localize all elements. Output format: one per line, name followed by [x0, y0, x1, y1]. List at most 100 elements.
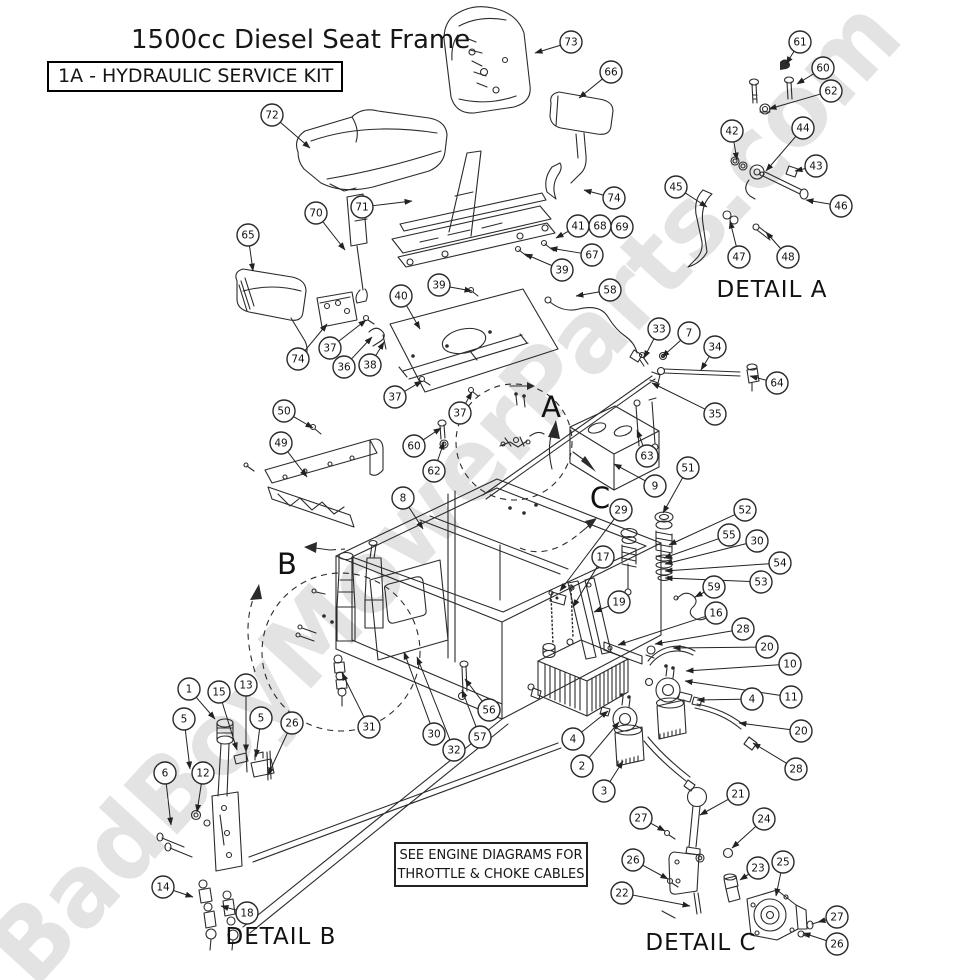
callout-10: 10 — [778, 652, 802, 676]
callout-66: 66 — [599, 60, 623, 84]
callout-37b: 37 — [383, 385, 407, 409]
callout-number-32: 32 — [447, 745, 460, 757]
callout-number-46: 46 — [834, 201, 848, 213]
callout-21: 21 — [726, 782, 750, 806]
callout-number-52: 52 — [738, 505, 751, 517]
callout-26a: 26 — [280, 711, 304, 735]
callout-51: 51 — [676, 456, 700, 480]
callout-number-37c: 37 — [453, 408, 466, 420]
leader-line-57 — [461, 689, 477, 727]
callout-38: 38 — [358, 353, 382, 377]
callout-number-6: 6 — [162, 768, 169, 780]
callout-14: 14 — [151, 875, 175, 899]
leader-line-1 — [195, 696, 216, 720]
callout-11: 11 — [779, 685, 803, 709]
seat-base-drawing — [391, 150, 556, 268]
callout-number-10: 10 — [783, 659, 796, 671]
detail-c-drawing — [661, 786, 823, 941]
leader-line-37a — [338, 319, 367, 342]
callout-number-13: 13 — [239, 680, 252, 692]
callout-23: 23 — [746, 856, 770, 880]
callout-28b: 28 — [784, 757, 808, 781]
callout-number-41: 41 — [571, 221, 584, 233]
detail-c-label: DETAIL C — [645, 930, 756, 956]
callout-number-5b: 5 — [258, 713, 265, 725]
callout-number-60b: 60 — [407, 441, 420, 453]
callout-49: 49 — [269, 431, 293, 455]
leader-line-45 — [684, 192, 708, 208]
callout-69: 69 — [610, 215, 634, 239]
callout-58: 58 — [598, 278, 622, 302]
callout-number-69: 69 — [615, 222, 628, 234]
callout-12: 12 — [191, 761, 215, 785]
callout-42: 42 — [720, 119, 744, 143]
leader-line-6 — [165, 783, 174, 826]
leader-line-5b — [253, 728, 261, 758]
callout-number-30b: 30 — [427, 729, 440, 741]
callout-40: 40 — [389, 284, 413, 308]
leader-line-37b — [404, 380, 423, 392]
callout-5a: 5 — [172, 707, 196, 731]
callout-number-28a: 28 — [736, 624, 749, 636]
callout-number-37a: 37 — [323, 343, 336, 355]
callout-6: 6 — [153, 761, 177, 785]
callout-number-43: 43 — [809, 161, 822, 173]
callout-number-62a: 62 — [824, 86, 837, 98]
callout-36: 36 — [332, 355, 356, 379]
leader-line-2 — [588, 721, 620, 758]
callout-number-54: 54 — [773, 558, 787, 570]
detail-a-label: DETAIL A — [717, 277, 828, 303]
leader-line-27b — [817, 917, 827, 923]
leader-line-65 — [248, 245, 255, 272]
callout-number-55: 55 — [722, 530, 735, 542]
letter-a: A — [541, 390, 561, 424]
callout-number-70: 70 — [309, 208, 322, 220]
callout-18: 18 — [235, 901, 259, 925]
oil-cooler-tank-drawing — [527, 584, 643, 717]
letter-c: C — [590, 481, 610, 515]
callout-9: 9 — [643, 474, 667, 498]
leader-line-19 — [593, 605, 609, 613]
callout-73: 73 — [559, 30, 583, 54]
callout-number-8: 8 — [400, 493, 407, 505]
callout-number-18: 18 — [240, 908, 253, 920]
callout-number-26b: 26 — [626, 855, 640, 867]
leader-line-55 — [663, 538, 719, 559]
callout-27a: 27 — [629, 806, 653, 830]
leader-line-3 — [609, 760, 624, 782]
callout-number-24: 24 — [757, 814, 771, 826]
callout-35: 35 — [703, 402, 727, 426]
leader-line-74a — [583, 189, 604, 196]
callout-28a: 28 — [731, 617, 755, 641]
leader-line-62a — [768, 93, 821, 110]
leader-line-73 — [534, 44, 561, 54]
callout-59: 59 — [702, 575, 726, 599]
callout-number-38: 38 — [363, 360, 376, 372]
leader-line-42 — [732, 141, 739, 161]
detail-b-drawing — [156, 718, 275, 951]
leader-line-60b — [422, 427, 442, 441]
callout-number-27b: 27 — [830, 912, 843, 924]
cable-drawing — [544, 296, 645, 367]
leader-line-12 — [195, 783, 202, 813]
leader-line-74b — [304, 323, 328, 351]
watermark-text: BadBoyMowerParts.com — [0, 0, 923, 980]
leader-line-15 — [221, 702, 238, 751]
leader-line-30b — [403, 651, 431, 724]
callout-52: 52 — [733, 498, 757, 522]
callout-number-66: 66 — [604, 67, 618, 79]
leader-line-22 — [632, 894, 691, 908]
callout-number-62b: 62 — [427, 466, 440, 478]
callout-number-27a: 27 — [634, 813, 647, 825]
leader-line-67 — [549, 246, 582, 254]
callout-37a: 37 — [318, 336, 342, 360]
callout-number-74b: 74 — [291, 354, 305, 366]
leader-line-61 — [785, 51, 795, 65]
callout-13: 13 — [234, 673, 258, 697]
valve-lever-drawing — [295, 539, 384, 707]
callout-5b: 5 — [249, 706, 273, 730]
leader-line-8 — [408, 506, 424, 530]
callout-number-11: 11 — [784, 692, 797, 704]
